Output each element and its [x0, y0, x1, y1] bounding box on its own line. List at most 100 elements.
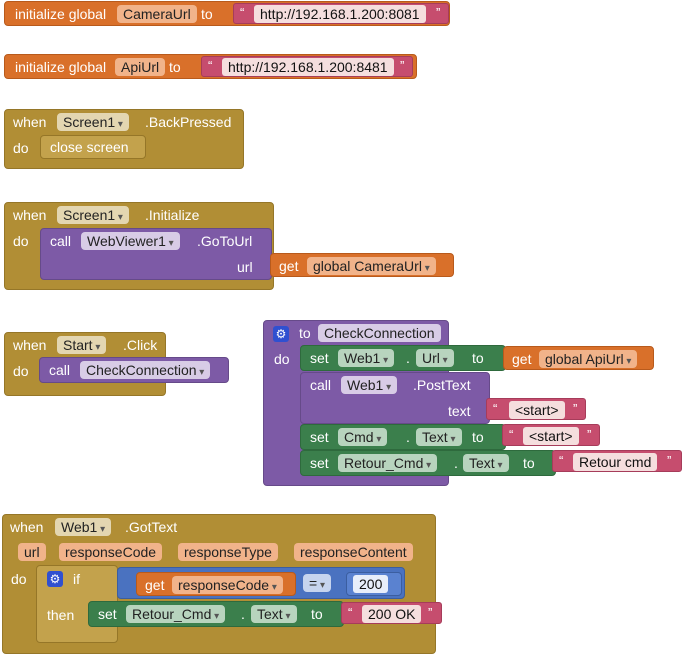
string-value[interactable]: http://192.168.1.200:8481	[222, 58, 394, 76]
do-label: do	[13, 363, 29, 379]
if-label: if	[73, 571, 80, 587]
text-start-block[interactable]: “ <start> ”	[486, 398, 586, 420]
text-string-block[interactable]: “ http://192.168.1.200:8081 ”	[233, 3, 449, 24]
text-string-block[interactable]: “ http://192.168.1.200:8481 ”	[201, 56, 413, 77]
string-value[interactable]: <start>	[509, 401, 565, 419]
to-label: to	[472, 429, 484, 445]
get-camera-url-block[interactable]: get global CameraUrl	[270, 253, 454, 277]
procedure-name[interactable]: CheckConnection	[318, 324, 441, 342]
procedure-dropdown[interactable]: CheckConnection	[80, 361, 211, 379]
do-label: do	[11, 571, 27, 587]
set-cmd-text-block[interactable]: set Cmd . Text to	[300, 424, 506, 450]
param-response-code[interactable]: responseCode	[59, 543, 163, 561]
set-retour-cmd-text-block[interactable]: set Retour_Cmd . Text to	[300, 450, 556, 476]
event-name: .BackPressed	[145, 114, 232, 130]
component-dropdown[interactable]: Screen1	[57, 113, 129, 131]
open-quote: “	[208, 58, 213, 73]
event-name: .Initialize	[145, 207, 200, 223]
call-gotourl-block[interactable]: call WebViewer1 .GoToUrl url	[40, 228, 272, 280]
dot-label: .	[406, 429, 410, 445]
set-web1-url-block[interactable]: set Web1 . Url to	[300, 345, 506, 371]
call-label: call	[49, 362, 71, 378]
to-label: to	[169, 59, 181, 75]
component-dropdown[interactable]: Retour_Cmd	[126, 605, 226, 623]
component-dropdown[interactable]: Web1	[55, 518, 112, 536]
init-label: initialize global	[15, 6, 107, 22]
component-dropdown[interactable]: Screen1	[57, 206, 129, 224]
gear-icon[interactable]: ⚙	[273, 326, 289, 342]
webviewer-dropdown[interactable]: WebViewer1	[81, 232, 180, 250]
dot-label: .	[406, 350, 410, 366]
get-response-code-block[interactable]: get responseCode	[136, 572, 296, 596]
get-label: get	[279, 258, 299, 274]
do-label: do	[13, 233, 29, 249]
text-200-ok-block[interactable]: “ 200 OK ”	[341, 602, 442, 624]
component-dropdown[interactable]: Retour_Cmd	[338, 454, 438, 472]
close-screen-block[interactable]: close screen	[40, 135, 146, 159]
init-label: initialize global	[15, 59, 107, 75]
get-api-url-block[interactable]: get global ApiUrl	[503, 346, 654, 370]
set-label: set	[310, 429, 329, 445]
component-dropdown[interactable]: Start	[57, 336, 107, 354]
method-name: .PostText	[413, 377, 471, 393]
var-name-camera-url[interactable]: CameraUrl	[117, 5, 197, 23]
when-label: when	[10, 519, 44, 535]
property-dropdown[interactable]: Url	[416, 349, 454, 367]
to-label: to	[201, 6, 213, 22]
text-start-block-2[interactable]: “ <start> ”	[502, 424, 600, 446]
open-quote: “	[559, 453, 564, 468]
param-response-content[interactable]: responseContent	[294, 543, 413, 561]
dot-label: .	[454, 455, 458, 471]
component-dropdown[interactable]: Web1	[341, 376, 398, 394]
component-dropdown[interactable]: Web1	[338, 349, 395, 367]
var-dropdown[interactable]: responseCode	[172, 576, 283, 594]
text-param-label: text	[448, 403, 471, 419]
when-label: when	[13, 337, 47, 353]
close-quote: ”	[573, 401, 578, 416]
property-dropdown[interactable]: Text	[251, 605, 297, 623]
component-dropdown[interactable]: Cmd	[338, 428, 388, 446]
text-retour-cmd-block[interactable]: “ Retour cmd ”	[552, 450, 682, 472]
gear-icon[interactable]: ⚙	[47, 571, 63, 587]
when-label: when	[13, 207, 47, 223]
property-dropdown[interactable]: Text	[463, 454, 509, 472]
call-label: call	[50, 233, 72, 249]
number-block[interactable]: 200	[346, 572, 402, 596]
do-label: do	[274, 351, 290, 367]
string-value[interactable]: Retour cmd	[573, 453, 658, 471]
property-dropdown[interactable]: Text	[416, 428, 462, 446]
close-screen-label: close screen	[50, 139, 129, 155]
then-label: then	[47, 607, 75, 623]
event-back-pressed-block[interactable]: when Screen1 .BackPressed do close scree…	[4, 109, 244, 169]
get-label: get	[512, 351, 532, 367]
init-api-url-block[interactable]: initialize global ApiUrl to “ http://192…	[4, 54, 417, 79]
var-dropdown[interactable]: global CameraUrl	[307, 257, 436, 275]
event-initialize-block[interactable]: when Screen1 .Initialize do call WebView…	[4, 202, 274, 290]
var-name-api-url[interactable]: ApiUrl	[115, 58, 166, 76]
to-label: to	[472, 350, 484, 366]
open-quote: “	[348, 605, 353, 620]
number-value[interactable]: 200	[353, 575, 389, 593]
call-posttext-block[interactable]: call Web1 .PostText text	[300, 372, 490, 424]
close-quote: ”	[667, 453, 672, 468]
compare-block[interactable]: get responseCode = 200	[117, 567, 405, 599]
open-quote: “	[493, 401, 498, 416]
set-retour-cmd-200-block[interactable]: set Retour_Cmd . Text to	[88, 601, 344, 627]
url-param-label: url	[237, 259, 253, 275]
to-label: to	[523, 455, 535, 471]
string-value[interactable]: http://192.168.1.200:8081	[254, 5, 426, 23]
open-quote: “	[509, 427, 514, 442]
var-dropdown[interactable]: global ApiUrl	[539, 350, 638, 368]
event-name: .GotText	[125, 519, 178, 535]
param-url[interactable]: url	[18, 543, 46, 561]
string-value[interactable]: <start>	[523, 427, 579, 445]
string-value[interactable]: 200 OK	[362, 605, 422, 623]
operator-dropdown[interactable]: =	[303, 574, 331, 592]
param-response-type[interactable]: responseType	[178, 543, 278, 561]
init-camera-url-block[interactable]: initialize global CameraUrl to “ http://…	[4, 1, 450, 26]
call-check-connection-block[interactable]: call CheckConnection	[39, 357, 229, 383]
to-label: to	[311, 606, 323, 622]
close-quote: ”	[587, 427, 592, 442]
call-label: call	[310, 377, 332, 393]
close-quote: ”	[436, 5, 441, 20]
